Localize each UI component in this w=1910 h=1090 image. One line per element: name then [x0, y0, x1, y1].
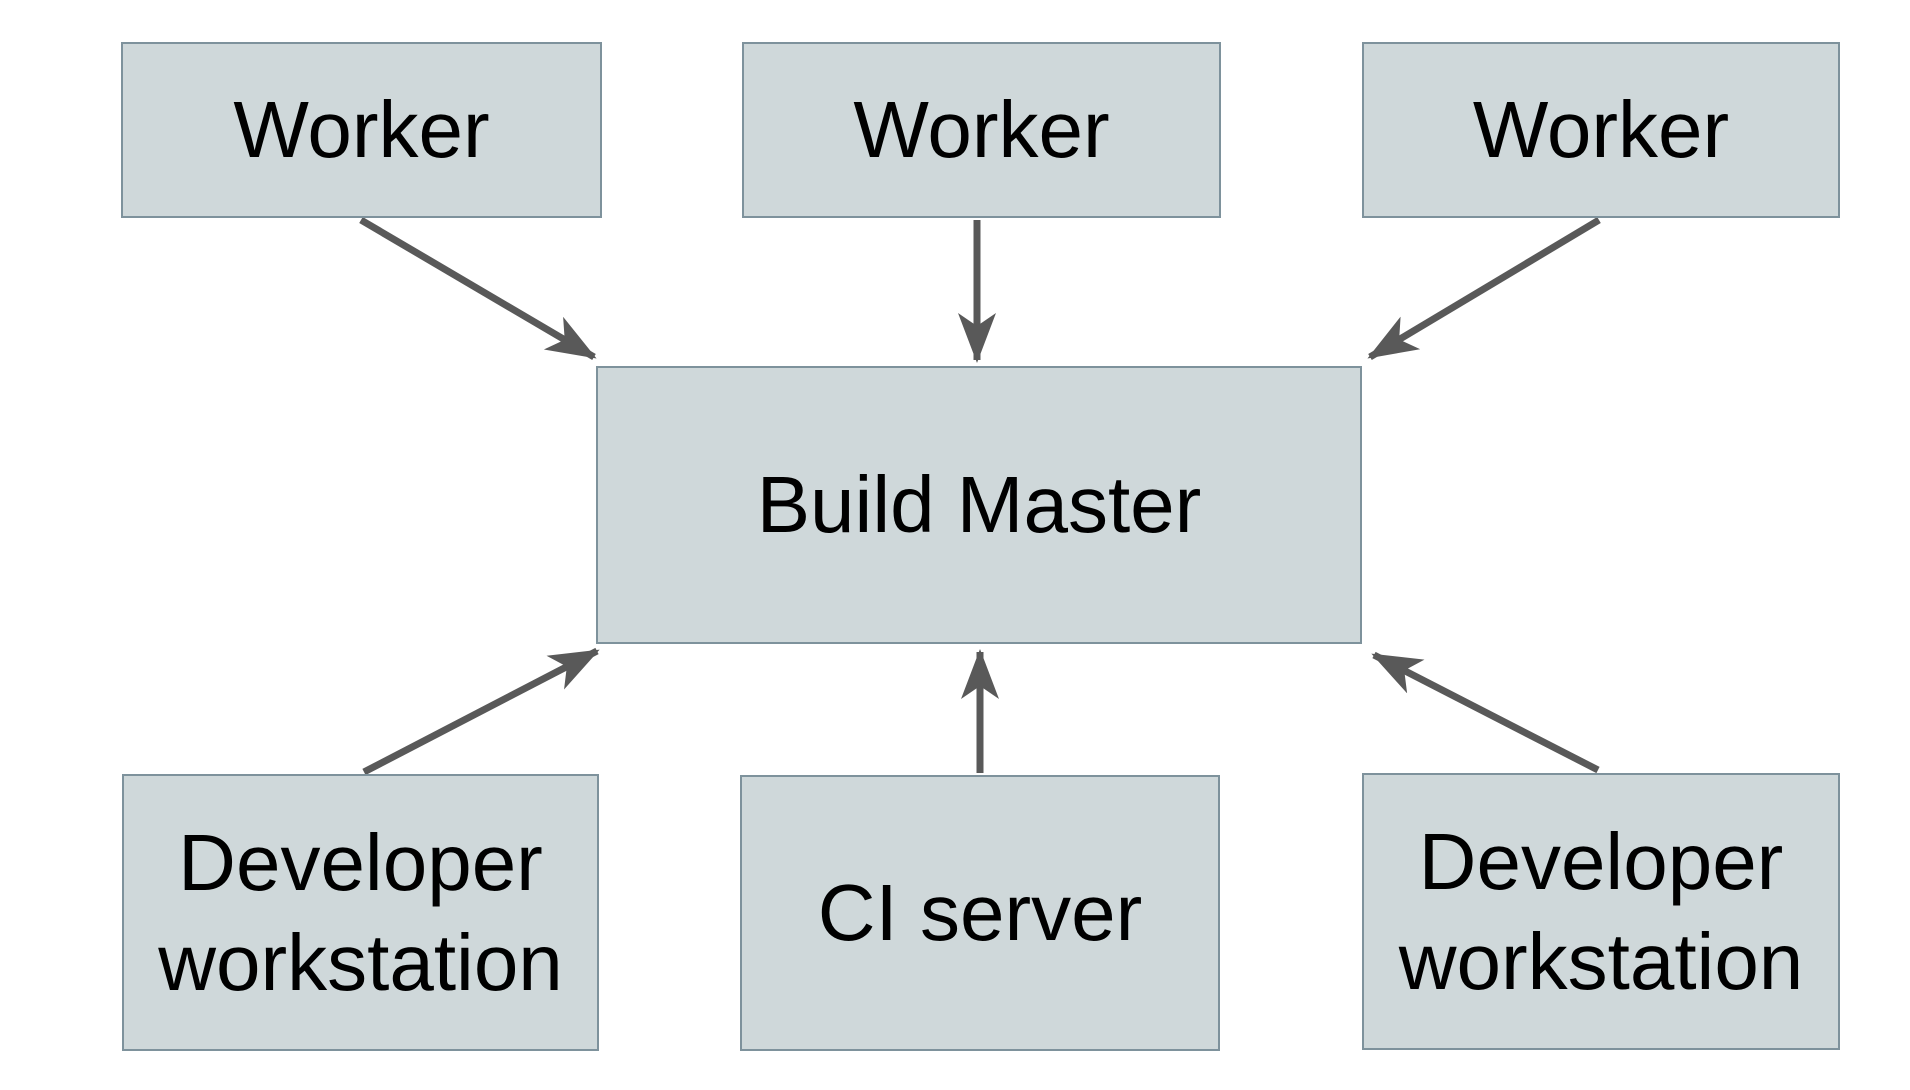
node-developer-workstation-right: Developer workstation: [1362, 773, 1840, 1050]
node-worker-3: Worker: [1362, 42, 1840, 218]
node-build-master: Build Master: [596, 366, 1362, 644]
node-worker-1: Worker: [121, 42, 602, 218]
node-label-developer-workstation-right: Developer workstation: [1398, 816, 1804, 1006]
edge-worker-1-to-build-master: [359, 216, 597, 361]
node-label-build-master: Build Master: [756, 460, 1202, 549]
node-label-ci-server: CI server: [817, 868, 1143, 957]
node-developer-workstation-left: Developer workstation: [122, 774, 599, 1051]
node-label-worker-2: Worker: [853, 85, 1110, 174]
node-label-worker-1: Worker: [233, 85, 490, 174]
node-label-developer-workstation-left: Developer workstation: [158, 817, 563, 1007]
edge-worker-3-to-build-master: [1367, 216, 1601, 361]
edge-developer-workstation-left-to-build-master: [362, 647, 600, 776]
node-worker-2: Worker: [742, 42, 1221, 218]
edge-developer-workstation-right-to-build-master: [1371, 651, 1600, 774]
node-label-worker-3: Worker: [1472, 85, 1730, 174]
node-ci-server: CI server: [740, 775, 1220, 1051]
